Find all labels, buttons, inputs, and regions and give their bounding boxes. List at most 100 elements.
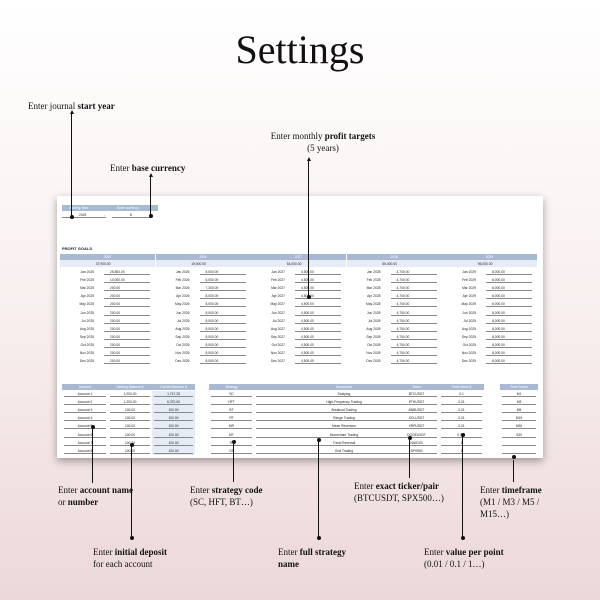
- goal-cell: [104, 341, 150, 348]
- month-label: Sep 2025: [79, 334, 94, 339]
- month-label: May 2026: [175, 302, 190, 307]
- strategies-cell: [256, 415, 432, 422]
- accounts-cell: [64, 439, 106, 446]
- goal-cell: [390, 293, 437, 300]
- goal-cell: [295, 293, 341, 300]
- goal-value: 200.00: [110, 318, 121, 323]
- tickers-cell-text: BNBUSDT: [408, 408, 425, 413]
- goal-cell: [486, 285, 532, 292]
- strategies-cell: [211, 407, 252, 414]
- accounts-header: Current Balance $: [160, 385, 187, 389]
- month-label: Feb 2027: [271, 278, 285, 283]
- goal-value: 8,000.00: [492, 270, 505, 274]
- tickers-cell: [396, 415, 437, 422]
- tickers-cell: [396, 439, 437, 446]
- goal-value: 8,000.00: [492, 326, 505, 331]
- accounts-cell: [64, 399, 106, 406]
- goal-cell: [199, 358, 246, 365]
- start-year-cell[interactable]: [62, 211, 106, 218]
- goal-value: 4,700.00: [396, 351, 410, 355]
- strategies-cell: [256, 391, 432, 397]
- month-label: Oct 2025: [80, 342, 94, 347]
- tickers-cell: [396, 407, 437, 414]
- tickers-cell-text: 0.01: [458, 424, 465, 429]
- goal-value: 5,000.00: [205, 270, 219, 274]
- goal-cell: [486, 269, 532, 275]
- month-label: Dec 2029: [461, 359, 476, 364]
- goal-value: 7,300.00: [205, 286, 219, 291]
- month-label: Jul 2029: [463, 318, 476, 323]
- anno-text: (5 years): [307, 143, 339, 153]
- tickers-cell: [396, 391, 437, 397]
- month-label: Jun 2025: [80, 310, 94, 315]
- goal-cell: [199, 341, 246, 348]
- leader-arrow: [306, 157, 311, 161]
- accounts-cell: [110, 407, 150, 414]
- accounts-cell-text: 100.00: [168, 408, 179, 413]
- accounts-cell-text: Account 1: [77, 392, 93, 396]
- goal-cell: [295, 333, 341, 340]
- goal-cell: [199, 309, 246, 316]
- goal-cell: [104, 285, 150, 292]
- goal-value: 8,000.00: [492, 278, 505, 283]
- month-label: Jul 2027: [272, 318, 285, 323]
- goal-cell: [390, 358, 437, 365]
- strategies-cell-text: Scalping: [337, 392, 351, 396]
- goal-cell: [295, 309, 341, 316]
- accounts-cell-text: 1,000.00: [123, 392, 137, 396]
- accounts-header: Starting Balance $: [116, 385, 144, 389]
- accounts-cell-text: Account 3: [77, 408, 93, 413]
- goal-cell: [486, 277, 532, 284]
- leader-dot: [511, 455, 516, 459]
- goal-value: 4,700.00: [396, 278, 410, 283]
- goal-cell: [104, 325, 150, 332]
- accounts-cell: [154, 439, 193, 446]
- goal-value: 8,000.00: [205, 310, 219, 315]
- start-year-value: 2025: [79, 213, 87, 217]
- month-label: May 2027: [270, 302, 285, 307]
- goal-cell: [486, 309, 532, 316]
- goal-value: 4,500.00: [301, 342, 314, 347]
- month-label: Mar 2028: [366, 286, 381, 291]
- tickers-cell-text: NAS100: [410, 440, 423, 445]
- month-label: Sep 2027: [270, 334, 285, 339]
- month-label: Dec 2025: [79, 359, 94, 364]
- month-label: Apr 2028: [367, 294, 381, 299]
- goal-cell: [486, 293, 532, 300]
- goal-cell: [199, 285, 246, 292]
- annotation-ticker: Enter exact ticker/pair(BTCUSDT, SPX500……: [354, 480, 474, 504]
- month-label: Oct 2026: [176, 342, 190, 347]
- currency-cell[interactable]: [112, 211, 152, 218]
- month-label: Aug 2025: [79, 326, 94, 331]
- goal-cell: [104, 309, 150, 316]
- accounts-cell-text: 100.00: [168, 440, 179, 445]
- year-total: 96,000.00: [477, 261, 493, 266]
- tickers-cell: [441, 431, 482, 438]
- goal-cell: [390, 301, 437, 308]
- anno-bold: profit targets: [324, 131, 376, 141]
- month-label: Apr 2029: [462, 294, 476, 299]
- timeframes-header: Time Frame: [510, 385, 528, 389]
- month-label: Apr 2025: [80, 294, 94, 299]
- leader-line: [150, 176, 151, 216]
- anno-bold: account name: [79, 485, 133, 495]
- tickers-cell-text: DOGEUSDT: [407, 432, 426, 437]
- accounts-cell-text: 1,747.25: [167, 392, 180, 396]
- goal-value: 4,700.00: [396, 270, 410, 274]
- goal-cell: [295, 358, 341, 365]
- timeframes-cell-text: S30: [516, 432, 522, 437]
- timeframes-cell: [502, 431, 536, 438]
- anno-bold: exact ticker/pair: [375, 481, 439, 491]
- month-label: Feb 2026: [175, 278, 190, 283]
- year-total-bar: [155, 260, 251, 267]
- accounts-fill: [152, 422, 195, 431]
- goal-cell: [390, 285, 437, 292]
- leader-dot: [407, 436, 412, 440]
- anno-text: or: [58, 497, 68, 507]
- month-label: Apr 2026: [176, 294, 190, 299]
- month-label: Aug 2026: [175, 326, 190, 331]
- goal-value: 8,000.00: [205, 342, 219, 347]
- accounts-cell: [110, 431, 150, 438]
- month-label: Nov 2027: [270, 351, 285, 355]
- strategies-cell: [256, 447, 432, 454]
